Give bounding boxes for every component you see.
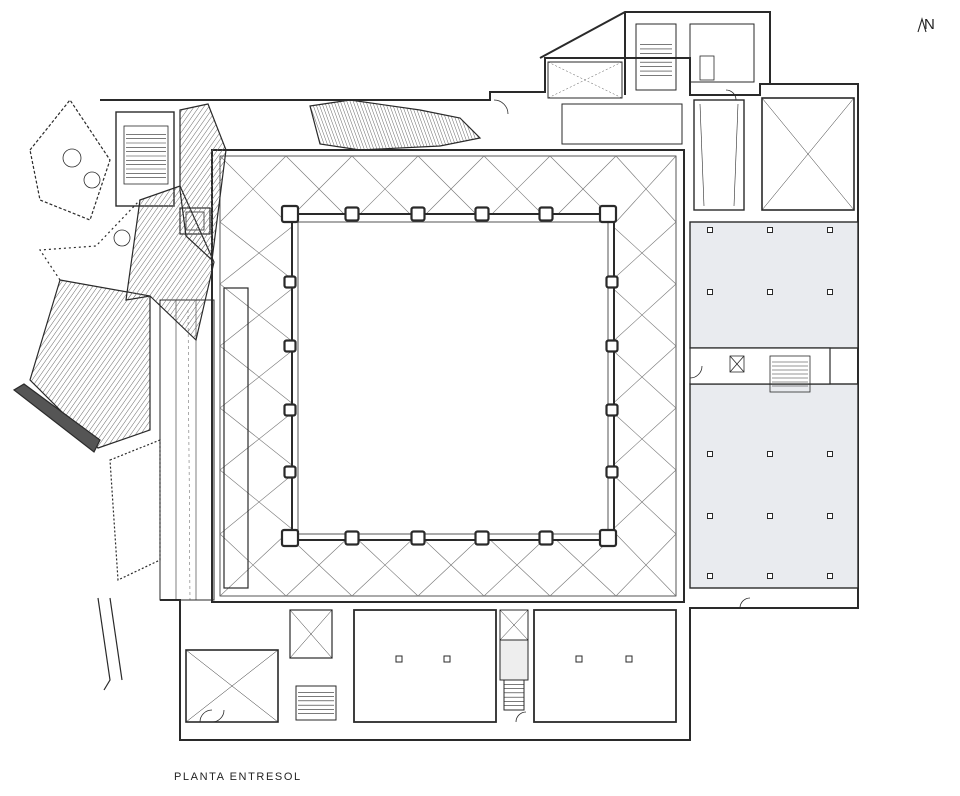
building-outline: [100, 11, 859, 741]
east-hall: [689, 221, 859, 589]
northwest-stair: [115, 111, 211, 235]
cloister-vaults: [219, 155, 677, 597]
cloister-walls: [211, 149, 685, 603]
courtyard: [291, 213, 615, 541]
north-label: N: [924, 16, 935, 33]
drawing-title: PLANTA ENTRESOL: [174, 771, 302, 783]
west-annex: [12, 98, 482, 691]
east-hall-stair: [729, 355, 811, 393]
north-arrow-icon: [917, 17, 927, 33]
west-gallery: [159, 287, 249, 601]
courtyard-columns: [280, 204, 619, 548]
doors: [199, 89, 751, 723]
northeast-rooms: [547, 23, 855, 211]
south-rooms: [185, 609, 677, 723]
